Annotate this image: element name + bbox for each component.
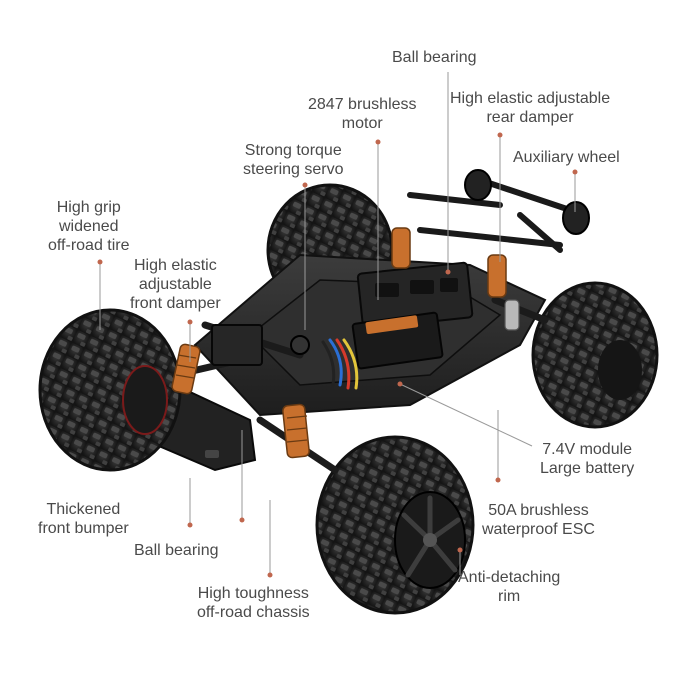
label-text: Anti-detaching: [458, 569, 561, 586]
label-text: Ball bearing: [392, 49, 477, 66]
rear-right-tire: [531, 281, 659, 429]
label-battery: 7.4V module Large battery: [540, 440, 634, 478]
front-damper: [171, 343, 310, 459]
label-text: motor: [341, 115, 383, 132]
label-text: Strong torque: [244, 142, 342, 159]
label-text: front bumper: [38, 520, 129, 537]
steering-servo: [211, 324, 310, 366]
label-text: 7.4V module: [542, 441, 633, 458]
front-right-tire: [315, 435, 475, 615]
label-brushless-motor: 2847 brushless motor: [308, 95, 417, 133]
label-ball-bearing-top: Ball bearing: [392, 48, 477, 67]
front-left-tire: [38, 308, 182, 472]
label-text: waterproof ESC: [482, 521, 595, 538]
label-esc: 50A brushless waterproof ESC: [482, 501, 595, 539]
label-text: 50A brushless: [488, 502, 589, 519]
label-rear-damper: High elastic adjustable rear damper: [450, 89, 610, 127]
label-text: High grip: [56, 199, 121, 216]
leader-dots: [97, 132, 578, 578]
label-front-bumper: Thickened front bumper: [38, 500, 129, 538]
rear-damper: [391, 227, 520, 331]
label-rim: Anti-detaching rim: [458, 568, 560, 606]
label-text: Auxiliary wheel: [513, 149, 620, 166]
battery-pack: [356, 261, 474, 330]
label-text: High elastic adjustable: [450, 90, 611, 107]
label-front-damper: High elastic adjustable front damper: [130, 256, 221, 313]
label-text: steering servo: [243, 161, 344, 178]
rear-frame: [407, 177, 588, 253]
label-text: rear damper: [486, 109, 574, 126]
label-auxiliary-wheel: Auxiliary wheel: [513, 148, 620, 167]
label-text: Ball bearing: [134, 542, 219, 559]
label-text: 2847 brushless: [308, 96, 417, 113]
label-text: Thickened: [46, 501, 121, 518]
label-text: High elastic: [134, 257, 217, 274]
label-off-road-tire: High grip widened off-road tire: [48, 198, 130, 255]
leader-lines: [99, 72, 576, 575]
esc-unit: [351, 311, 444, 370]
wiring: [321, 338, 359, 392]
label-text: Large battery: [540, 460, 635, 477]
label-steering-servo: Strong torque steering servo: [243, 141, 344, 179]
label-ball-bearing-bottom: Ball bearing: [134, 541, 219, 560]
label-chassis: High toughness off-road chassis: [197, 584, 310, 622]
label-text: widened: [58, 218, 119, 235]
label-text: off-road tire: [48, 237, 130, 254]
label-text: rim: [498, 588, 521, 605]
label-text: High toughness: [197, 585, 309, 602]
label-text: adjustable: [138, 276, 212, 293]
auxiliary-wheel: [464, 169, 590, 235]
label-text: off-road chassis: [197, 604, 310, 621]
label-text: front damper: [130, 295, 221, 312]
